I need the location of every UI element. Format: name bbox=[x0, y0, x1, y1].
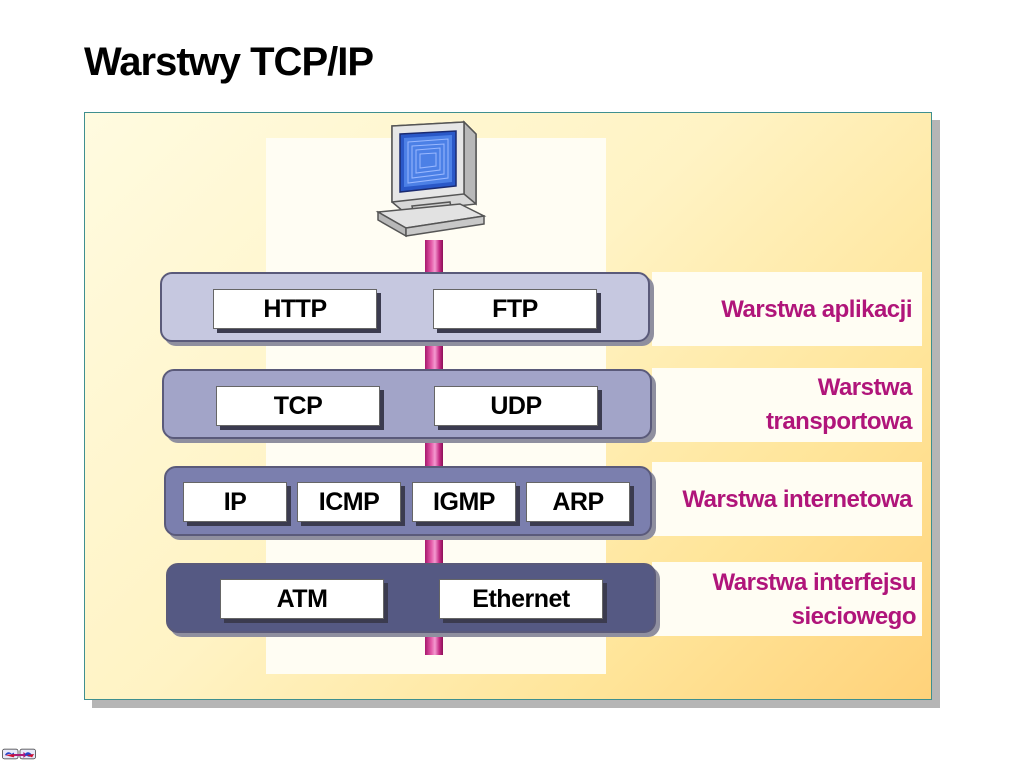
label-strip bbox=[652, 462, 922, 536]
label-strip bbox=[652, 562, 922, 636]
protocol-tcp: TCP bbox=[216, 386, 380, 426]
protocol-igmp: IGMP bbox=[412, 482, 516, 522]
computer-icon bbox=[375, 120, 487, 238]
label-strip bbox=[652, 272, 922, 346]
protocol-arp: ARP bbox=[526, 482, 630, 522]
protocol-ftp: FTP bbox=[433, 289, 597, 329]
protocol-udp: UDP bbox=[434, 386, 598, 426]
protocol-http: HTTP bbox=[213, 289, 377, 329]
layer-name-network-interface: Warstwa interfejsu sieciowego bbox=[712, 569, 917, 630]
protocol-ip: IP bbox=[183, 482, 287, 522]
layer-name-transport: Warstwa transportowa bbox=[765, 374, 913, 435]
layer-name-application: Warstwa aplikacji bbox=[721, 296, 912, 323]
protocol-ethernet: Ethernet bbox=[439, 579, 603, 619]
layer-name-internet: Warstwa internetowa bbox=[682, 486, 912, 513]
protocol-atm: ATM bbox=[220, 579, 384, 619]
network-cable bbox=[425, 240, 443, 655]
navigation-arrows-icon[interactable] bbox=[2, 742, 36, 766]
page-title: Warstwy TCP/IP bbox=[84, 40, 374, 84]
label-strip bbox=[652, 368, 922, 442]
protocol-icmp: ICMP bbox=[297, 482, 401, 522]
